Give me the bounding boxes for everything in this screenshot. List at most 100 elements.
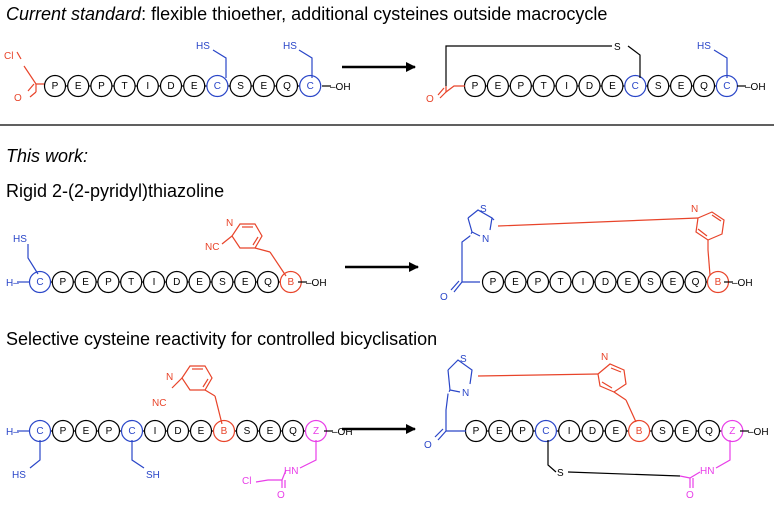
residue-bead [136,74,159,98]
residue-bead [165,270,188,294]
thiazoline-n-label-1: N [482,234,489,245]
residue-label: E [75,81,82,92]
cyanopyridine-group-1 [221,223,287,277]
carbonyl-group-1 [437,85,465,99]
residue-bead [616,270,640,294]
residue-bead [639,270,662,294]
nitrile-label-1: NC [205,242,219,253]
residue-bead [534,419,558,443]
residue-label: I [153,277,156,288]
residue-label: P [472,81,479,92]
residue-bead [581,419,604,443]
thioether-bridge-2 [547,440,681,477]
residue-bead [188,270,211,294]
residue-label: D [602,277,609,288]
residue-label: S [219,277,226,288]
residue-bead [275,74,299,98]
residue-label: C [542,426,549,437]
title-current-em: Current standard [6,4,142,24]
residue-bead [256,270,280,294]
heading-thiazoline: Rigid 2-(2-pyridyl)thiazoline [6,181,224,201]
residue-bead [74,270,97,294]
n-terminus-label-3: H– [6,427,19,438]
residue-bead [558,419,581,443]
residue-label: E [82,277,89,288]
residue-bead [159,74,183,98]
residue-bead [67,74,90,98]
residue-bead [51,270,74,294]
residue-label: D [586,81,593,92]
residue-bead [627,419,651,443]
residue-label: E [196,277,203,288]
residue-bead [674,419,697,443]
residue-label: E [496,426,503,437]
residue-label: C [36,426,43,437]
residue-label: E [612,426,619,437]
c-terminus-label-1: –OH [330,82,351,93]
residue-label: E [83,426,90,437]
thiol-label-3b: SH [146,470,160,481]
thiazoline-n-label-2: N [462,388,469,399]
cys-sidechain-2a [27,244,39,275]
residue-label: Q [283,81,291,92]
c-terminus-label-2: –OH [745,82,766,93]
residue-bead [229,74,252,98]
residue-bead [97,270,120,294]
amide-linker-1 [679,440,731,488]
residue-label: T [128,277,134,288]
cys-sidechain-1c [713,49,728,78]
residue-label: E [242,277,249,288]
residue-label: P [60,426,67,437]
residue-label: B [636,426,643,437]
chloroacetamide-group-1 [255,440,317,488]
residue-bead [549,270,572,294]
residue-bead [604,419,627,443]
residue-label: E [267,426,274,437]
residue-bead [601,74,624,98]
pyridine-n-label-3: N [166,372,173,383]
cys-sidechain-3a [29,440,41,469]
residue-label: E [198,426,205,437]
c-terminus-label-3: –OH [306,278,327,289]
residue-label: T [557,277,563,288]
c-terminus-label-4: –OH [732,278,753,289]
residue-label: P [473,426,480,437]
heading-selective: Selective cysteine reactivity for contro… [6,329,437,349]
thiazoline-s-label-2: S [460,354,467,365]
cyanopyridine-group-2 [171,365,223,425]
residue-label: D [173,277,180,288]
residue-label: E [609,81,616,92]
cys-sidechain-3b [131,440,145,469]
residue-label: D [589,426,596,437]
residue-label: T [122,81,128,92]
residue-label: P [517,81,524,92]
residue-label: C [307,81,314,92]
residue-bead [206,74,229,98]
thiol-label-1a: HS [196,41,210,52]
residue-label: E [495,81,502,92]
residue-label: E [670,277,677,288]
residue-label: I [582,277,585,288]
residue-label: S [237,81,244,92]
residue-label: E [678,81,685,92]
residue-label: S [244,426,251,437]
residue-bead [235,419,259,443]
residue-bead [578,74,601,98]
residue-bead [684,270,707,294]
chlorine-label-2: Cl [242,476,251,487]
residue-bead [504,270,527,294]
residue-bead [486,74,509,98]
residue-bead [258,419,282,443]
residue-bead [97,419,121,443]
residue-bead [511,419,534,443]
residue-label: C [723,81,730,92]
n-terminus-label-2: H– [6,278,19,289]
residue-bead [697,419,721,443]
c-terminus-label-5: –OH [332,427,353,438]
thiol-label-3a: HS [12,470,26,481]
residue-label: I [565,81,568,92]
residue-label: I [568,426,571,437]
